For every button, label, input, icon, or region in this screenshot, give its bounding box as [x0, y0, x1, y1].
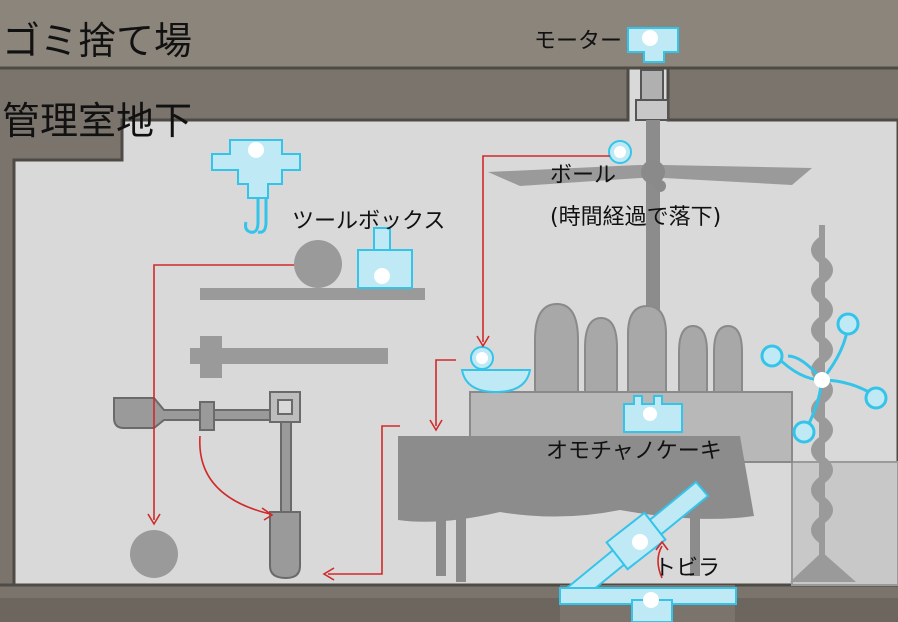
title-line2: 管理室地下 [2, 99, 192, 143]
table-legs [436, 510, 700, 582]
label-ball: ボール [550, 163, 616, 188]
landing-ball [130, 530, 178, 578]
shelf [200, 288, 425, 300]
door-icon[interactable] [559, 480, 737, 622]
spiral-pole [790, 225, 856, 582]
label-motor: モーター [534, 29, 622, 54]
label-toolbox: ツールボックス [292, 209, 445, 234]
motor-icon[interactable] [627, 27, 679, 63]
bowl-icon[interactable] [460, 346, 532, 394]
ball-icon[interactable] [608, 140, 632, 164]
flow-arrows [147, 155, 669, 581]
label-toy-cake: オモチャノケーキ [546, 439, 722, 464]
statues [534, 302, 743, 393]
toolbox-icon[interactable] [357, 227, 413, 289]
crane-hook-icon[interactable] [211, 139, 301, 234]
title-line1: ゴミ捨て場 [2, 19, 192, 63]
tablecloth [398, 436, 754, 522]
pedestal-icon[interactable] [623, 395, 683, 433]
spinning-sculpture-icon[interactable] [760, 312, 888, 444]
hammer-lever-icon [190, 336, 388, 378]
label-ball-note: (時間経過で落下) [550, 205, 721, 230]
top-wall [0, 0, 898, 68]
heavy-ball [294, 240, 342, 288]
label-door: トビラ [654, 556, 720, 581]
